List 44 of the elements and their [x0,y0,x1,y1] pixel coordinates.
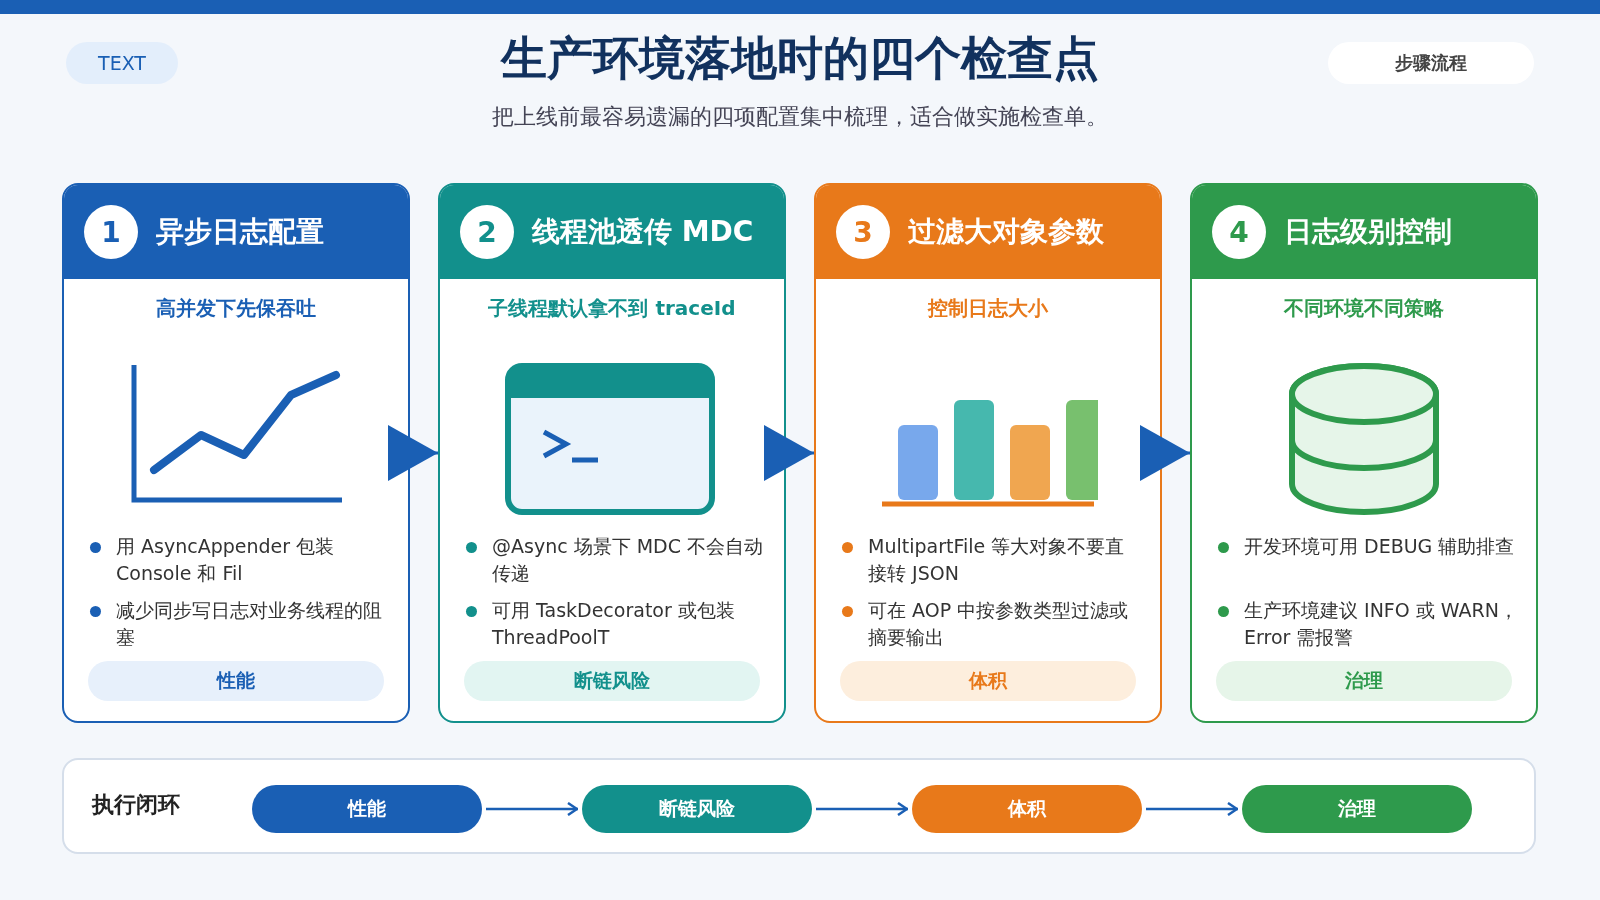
step-number: 4 [1212,205,1266,259]
arrow [1140,425,1190,481]
bullet-text: 生产环境建议 INFO 或 WARN，Error 需报警 [1244,598,1518,650]
card-subtitle: 不同环境不同策略 [1282,295,1445,322]
step-pill: 性能 [252,785,482,833]
card-title: 线程池透传 MDC [532,214,754,250]
panel-label: 执行闭环 [92,791,180,819]
card-subtitle: 子线程默认拿不到 traceId [487,295,737,322]
tag-pill: 体积 [840,661,1136,701]
step-card [62,183,410,723]
card-title: 日志级别控制 [1284,214,1452,250]
arrow [486,801,579,817]
bullet-text: 可在 AOP 中按参数类型过滤或摘要输出 [868,598,1130,650]
bullet-text: 减少同步写日志对业务线程的阻塞 [116,598,383,650]
page-title: 生产环境落地时的四个检查点 [499,30,1100,87]
bullet-text: 用 AsyncAppender 包装 Console 和 Fil [116,534,336,586]
step-card [814,183,1162,723]
tag-pill: 性能 [88,661,384,701]
step-number: 3 [836,205,890,259]
badge: TEXT [66,42,178,84]
card-title: 异步日志配置 [156,214,324,250]
card-subtitle: 高并发下先保吞吐 [155,295,317,322]
step-card [438,183,786,723]
page-subtitle: 把上线前最容易遗漏的四项配置集中梳理，适合做实施检查单。 [491,103,1109,131]
bullet-text: MultipartFile 等大对象不要直接转 JSON [868,534,1126,586]
header-chip: 步骤流程 [1328,42,1534,84]
loop-panel [62,758,1536,854]
arrow [764,425,814,481]
step-pill: 体积 [912,785,1142,833]
step-pill: 治理 [1242,785,1472,833]
bullet-text: @Async 场景下 MDC 不会自动传递 [492,534,765,586]
tag-pill: 治理 [1216,661,1512,701]
arrow [1146,801,1239,817]
step-number: 2 [460,205,514,259]
step-pill: 断链风险 [582,785,812,833]
bullet-text: 可用 TaskDecorator 或包装 ThreadPoolT [492,598,736,650]
step-card [1190,183,1538,723]
arrow [388,425,438,481]
step-number: 1 [84,205,138,259]
tag-pill: 断链风险 [464,661,760,701]
card-title: 过滤大对象参数 [908,214,1104,250]
card-subtitle: 控制日志大小 [926,295,1049,322]
bullet-text: 开发环境可用 DEBUG 辅助排查 [1244,534,1516,559]
arrow [816,801,909,817]
